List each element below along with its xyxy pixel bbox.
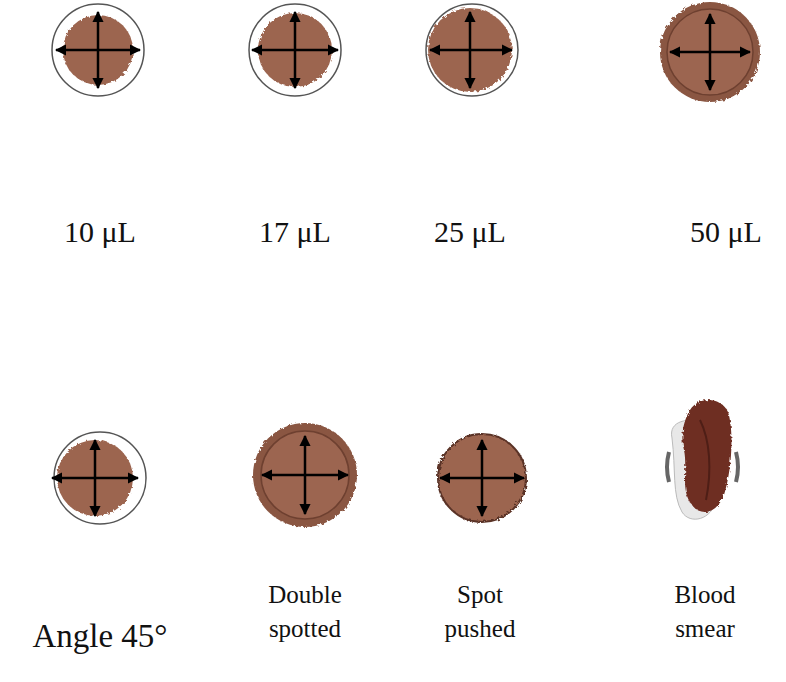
spot-label: 10 μL: [20, 212, 180, 253]
spot-label: Angle 45°: [5, 614, 195, 659]
spot-double: [253, 423, 357, 527]
spot-angle: [52, 432, 146, 524]
spot-label: Spot pushed: [425, 578, 535, 646]
spot-pushed: [438, 434, 526, 522]
spot-smear: [667, 400, 738, 519]
spot-label: Double spotted: [250, 578, 360, 646]
spot-label: 25 μL: [390, 212, 550, 253]
spot-label: 17 μL: [215, 212, 375, 253]
spot-label: Blood smear: [650, 578, 760, 646]
spot-10ul: [52, 4, 144, 96]
spot-17ul: [249, 4, 341, 96]
spot-label: 50 μL: [671, 212, 781, 253]
spot-50ul: [660, 2, 760, 102]
spot-25ul: [426, 4, 518, 96]
